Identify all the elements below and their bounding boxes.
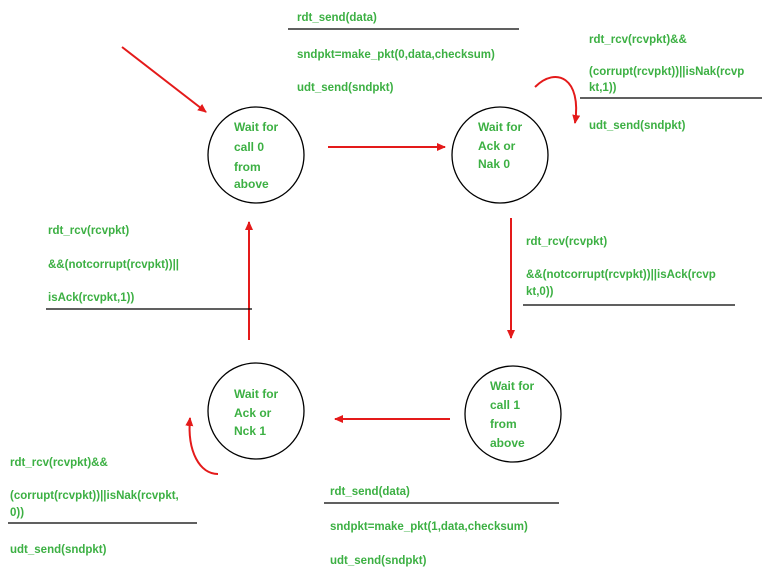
state-wait-ack-nak-0-label: Wait for Ack or Nak 0 [478,120,526,171]
state-wait-ack-nak-0 [451,106,549,204]
state-wait-call-1-label: Wait for call 1 from above [490,379,538,450]
t-send0-event: rdt_send(data) [297,12,377,24]
t-send1-action-2: udt_send(sndpkt) [330,555,427,567]
initial-arrow [121,46,207,113]
t-ack1-event: rdt_rcv(rcvpkt) &&(notcorrupt(rcvpkt))||… [48,225,182,304]
self-loop-ack0 [534,76,581,124]
t-send1-action-1: sndpkt=make_pkt(1,data,checksum) [330,521,528,533]
t-send1-event: rdt_send(data) [330,486,410,498]
t-nak1-action: udt_send(sndpkt) [10,544,107,556]
state-wait-call-0 [207,106,305,204]
t-ack0-event: rdt_rcv(rcvpkt) &&(notcorrupt(rcvpkt))||… [526,236,719,298]
state-wait-ack-nck-1-label: Wait for Ack or Nck 1 [234,387,282,438]
state-wait-call-1 [464,365,562,463]
t-send0-action-2: udt_send(sndpkt) [297,82,394,94]
self-loop-ack1 [185,417,219,475]
t-nak0-event: rdt_rcv(rcvpkt)&& (corrupt(rcvpkt))||isN… [589,34,748,94]
state-wait-call-0-label: Wait for call 0 from above [234,120,282,191]
state-wait-ack-nck-1 [207,362,305,460]
t-send0-action-1: sndpkt=make_pkt(0,data,checksum) [297,49,495,61]
t-nak1-event: rdt_rcv(rcvpkt)&& (corrupt(rcvpkt))||isN… [10,457,182,519]
t-nak0-action: udt_send(sndpkt) [589,120,686,132]
